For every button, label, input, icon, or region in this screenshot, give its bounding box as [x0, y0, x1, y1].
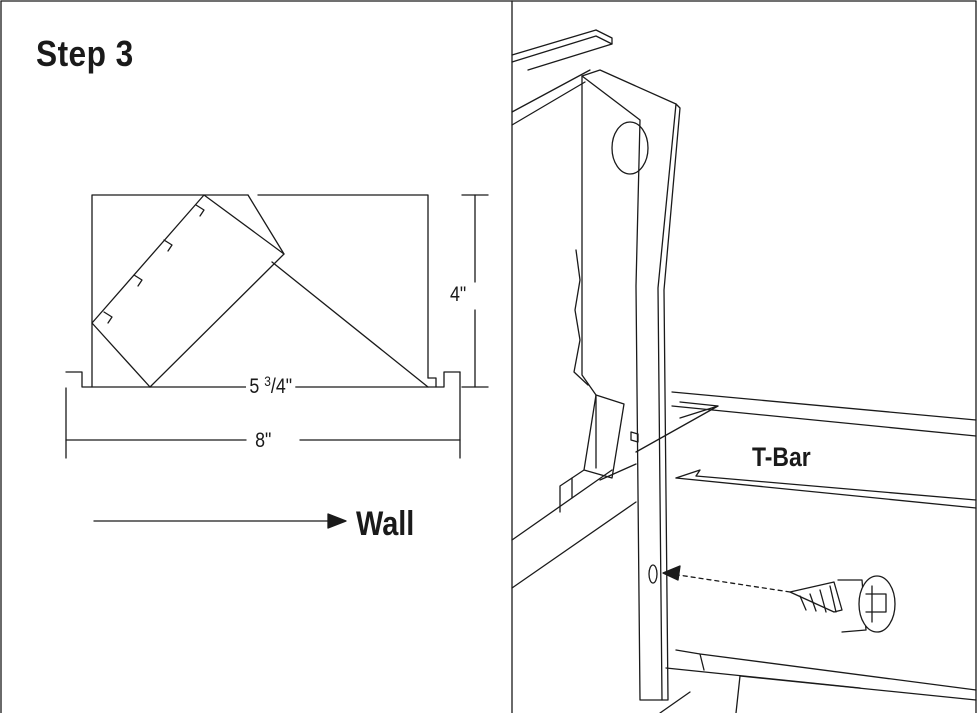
inner-width-fraction-numerator: 3 [264, 373, 271, 389]
wall-label: Wall [356, 505, 415, 543]
inner-width-whole: 5 [249, 375, 265, 398]
step-title: Step 3 [36, 33, 134, 74]
tbar-label: T-Bar [752, 442, 811, 472]
cross-section-drawing [65, 194, 489, 529]
inner-width-fraction-denominator: /4" [270, 375, 293, 398]
screw-icon [789, 575, 896, 633]
outer-width-dimension-label: 8" [250, 430, 277, 451]
inner-width-dimension-label: 5 3/4" [246, 374, 296, 397]
height-dimension-label: 4" [450, 283, 467, 306]
perspective-drawing [511, 29, 977, 713]
